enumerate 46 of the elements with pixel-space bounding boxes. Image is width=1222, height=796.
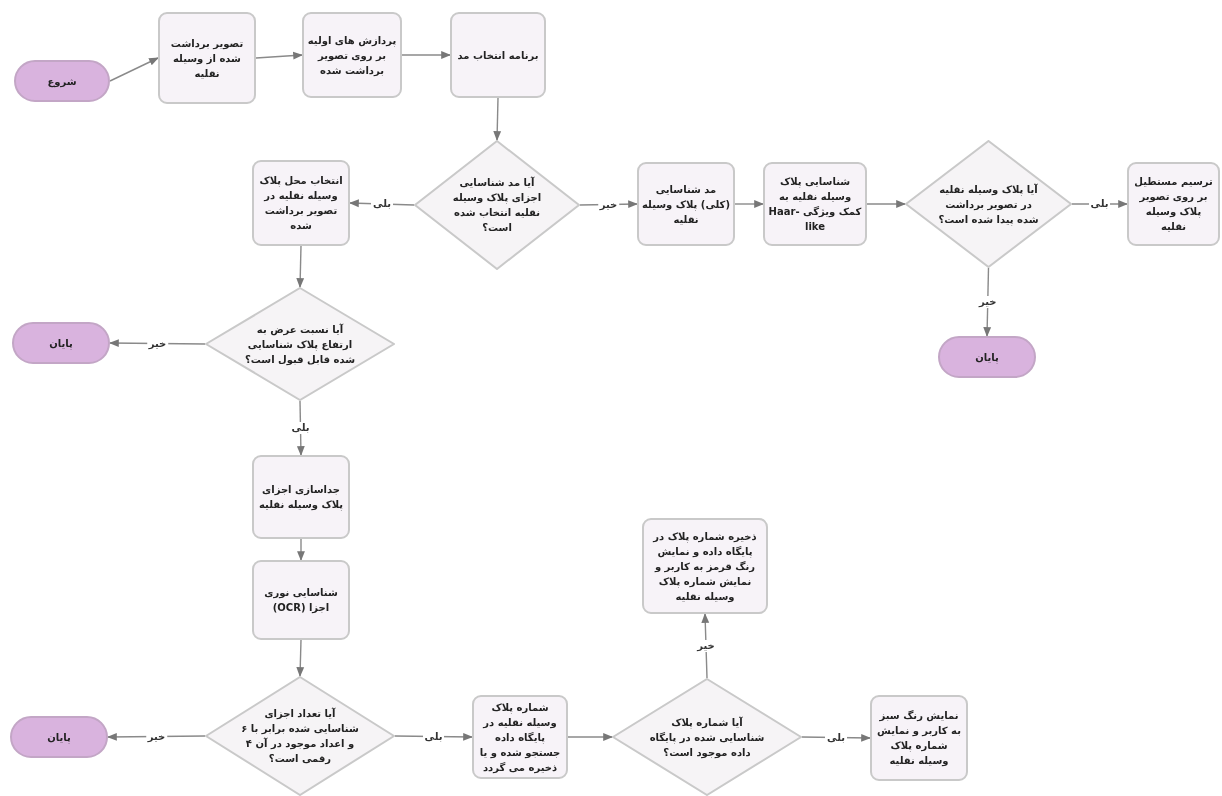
process-box: شناسایی نوری اجزا (OCR) — [252, 560, 350, 640]
edge-label: بلی — [371, 198, 393, 210]
decision-diamond: آیا مد شناسایی اجزای پلاک وسیله نقلیه انتخاب شده است؟ — [414, 140, 580, 270]
arrow — [801, 733, 871, 742]
edge-label: بلی — [289, 422, 312, 434]
decision-diamond: آیا پلاک وسیله نقلیه در تصویر برداشت شده پیدا شده است؟ — [905, 140, 1072, 268]
edge-label: بلی — [825, 731, 847, 744]
process-box: انتخاب محل پلاک وسیله نقلیه در تصویر برداشت شده — [252, 160, 350, 246]
edge-label: بلی — [422, 730, 445, 743]
process-box: مد شناسایی (کلی) پلاک وسیله نقلیه — [637, 162, 735, 246]
arrow — [109, 339, 206, 347]
arrow — [866, 200, 906, 208]
arrow — [107, 733, 206, 741]
process-box: نمایش رنگ سبز به کاربر و نمایش شماره پلاک وسیله نقلیه — [870, 695, 968, 781]
terminal-pill: پایان — [938, 336, 1036, 378]
terminal-pill: پایان — [10, 716, 108, 758]
process-box: شماره پلاک وسیله نقلیه در پایگاه داده جستجو شده و یا ذخیره می گردد — [472, 695, 568, 779]
arrow — [701, 613, 710, 679]
process-box: ذخیره شماره پلاک در پایگاه داده و نمایش رنگ قرمز به کاربر و نمایش شماره پلاک وسیله نقلیه — [642, 518, 768, 614]
arrow — [109, 57, 159, 82]
process-box: تصویر برداشت شده از وسیله نقلیه — [158, 12, 256, 104]
process-box: برنامه انتخاب مد — [450, 12, 546, 98]
arrow — [296, 400, 305, 456]
arrow — [296, 639, 305, 677]
arrow — [297, 538, 305, 561]
arrow — [255, 51, 303, 60]
arrow — [401, 51, 451, 59]
terminal-pill: شروع — [14, 60, 110, 102]
process-box: جداسازی اجزای پلاک وسیله نقلیه — [252, 455, 350, 539]
edge-label: خیر — [695, 640, 717, 652]
decision-diamond: آیا نسبت عرض به ارتفاع پلاک شناسایی شده قابل قبول است؟ — [205, 287, 395, 401]
arrow — [983, 267, 992, 337]
arrow — [567, 733, 613, 741]
terminal-pill: پایان — [12, 322, 110, 364]
decision-diamond: آیا تعداد اجزای شناسایی شده برابر با ۶ و اعداد موجود در آن ۴ رقمی است؟ — [205, 676, 395, 796]
arrow — [579, 200, 638, 209]
process-box: شناسایی پلاک وسیله نقلیه به کمک ویژگی Haar-like — [763, 162, 867, 246]
edge-label: بلی — [1088, 198, 1111, 210]
arrow — [296, 245, 305, 288]
decision-diamond: آیا شماره پلاک شناسایی شده در پایگاه داده موجود است؟ — [612, 678, 802, 796]
arrow — [394, 732, 473, 741]
edge-label: خیر — [977, 296, 999, 308]
arrow — [493, 97, 502, 141]
process-box: پردازش های اولیه بر روی تصویر برداشت شده — [302, 12, 402, 98]
arrow — [734, 200, 764, 208]
process-box: ترسیم مستطیل بر روی تصویر پلاک وسیله نقلیه — [1127, 162, 1220, 246]
